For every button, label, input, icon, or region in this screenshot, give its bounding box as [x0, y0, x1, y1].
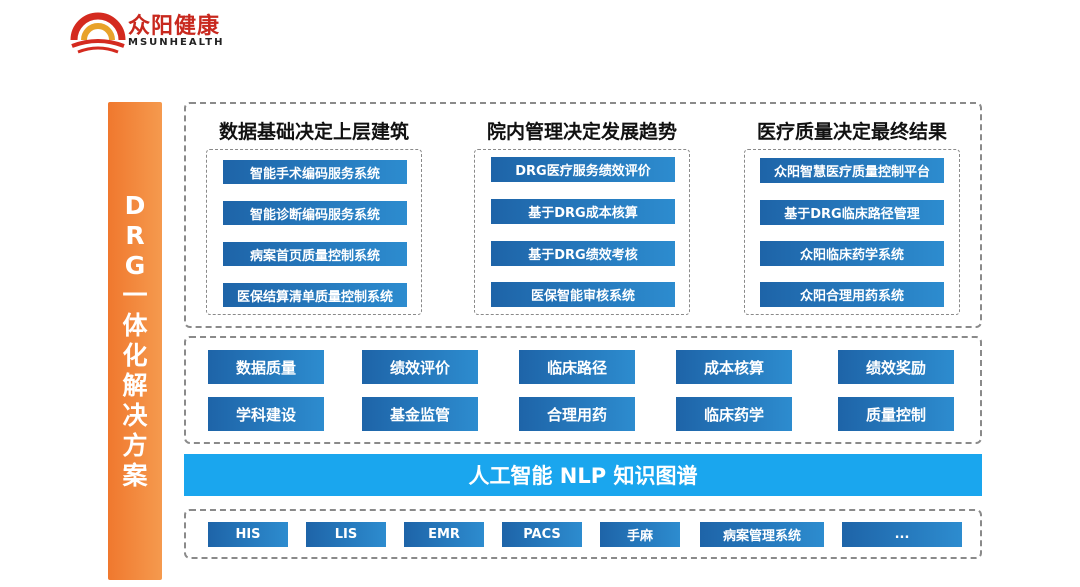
logo-text-en: MSUNHEALTH — [128, 37, 225, 48]
system-box: 基于DRG绩效考核 — [491, 241, 675, 266]
system-box: DRG医疗服务绩效评价 — [491, 157, 675, 182]
base-system-box: 病案管理系统 — [700, 522, 824, 547]
module-box: 合理用药 — [519, 397, 635, 431]
column-frame-medical-quality — [744, 149, 960, 315]
side-char: 化 — [122, 341, 148, 370]
side-char: R — [125, 221, 145, 250]
base-system-box: EMR — [404, 522, 484, 547]
system-box: 医保智能审核系统 — [491, 282, 675, 307]
top-section-frame — [184, 102, 982, 328]
side-char: D — [124, 191, 146, 220]
column-title-data-foundation: 数据基础决定上层建筑 — [218, 121, 409, 143]
side-char: 方 — [122, 431, 148, 460]
column-frame-hospital-management — [474, 149, 690, 315]
base-systems-frame — [184, 509, 982, 559]
module-box: 绩效奖励 — [838, 350, 954, 384]
side-char: G — [124, 251, 146, 280]
base-system-box: ... — [842, 522, 962, 547]
module-box: 基金监管 — [362, 397, 478, 431]
nlp-knowledge-graph-bar: 人工智能 NLP 知识图谱 — [184, 454, 982, 496]
system-box: 众阳临床药学系统 — [760, 241, 944, 266]
side-char: 解 — [122, 371, 148, 400]
side-label-drg-solution: D R G 一 体 化 解 决 方 案 — [108, 102, 162, 580]
company-logo — [68, 6, 248, 56]
system-box: 智能诊断编码服务系统 — [223, 201, 407, 225]
module-box: 学科建设 — [208, 397, 324, 431]
column-title-medical-quality: 医疗质量决定最终结果 — [756, 121, 947, 143]
module-box: 质量控制 — [838, 397, 954, 431]
base-system-box: 手麻 — [600, 522, 680, 547]
system-box: 众阳智慧医疗质量控制平台 — [760, 158, 944, 183]
module-box: 成本核算 — [676, 350, 792, 384]
side-char: 案 — [122, 461, 148, 490]
system-box: 智能手术编码服务系统 — [223, 160, 407, 184]
module-box: 数据质量 — [208, 350, 324, 384]
module-box: 绩效评价 — [362, 350, 478, 384]
logo-sun-icon — [70, 12, 126, 54]
logo-text-cn: 众阳健康 — [128, 14, 221, 39]
side-char: 决 — [122, 401, 148, 430]
side-char: 一 — [122, 281, 148, 310]
base-system-box: LIS — [306, 522, 386, 547]
column-title-hospital-management: 院内管理决定发展趋势 — [486, 121, 677, 143]
system-box: 病案首页质量控制系统 — [223, 242, 407, 266]
system-box: 基于DRG成本核算 — [491, 199, 675, 224]
module-box: 临床药学 — [676, 397, 792, 431]
base-system-box: PACS — [502, 522, 582, 547]
side-char: 体 — [122, 311, 148, 340]
base-system-box: HIS — [208, 522, 288, 547]
column-frame-data-foundation — [206, 149, 422, 315]
system-box: 众阳合理用药系统 — [760, 282, 944, 307]
system-box: 基于DRG临床路径管理 — [760, 200, 944, 225]
system-box: 医保结算清单质量控制系统 — [223, 283, 407, 307]
module-box: 临床路径 — [519, 350, 635, 384]
modules-section-frame — [184, 336, 982, 444]
